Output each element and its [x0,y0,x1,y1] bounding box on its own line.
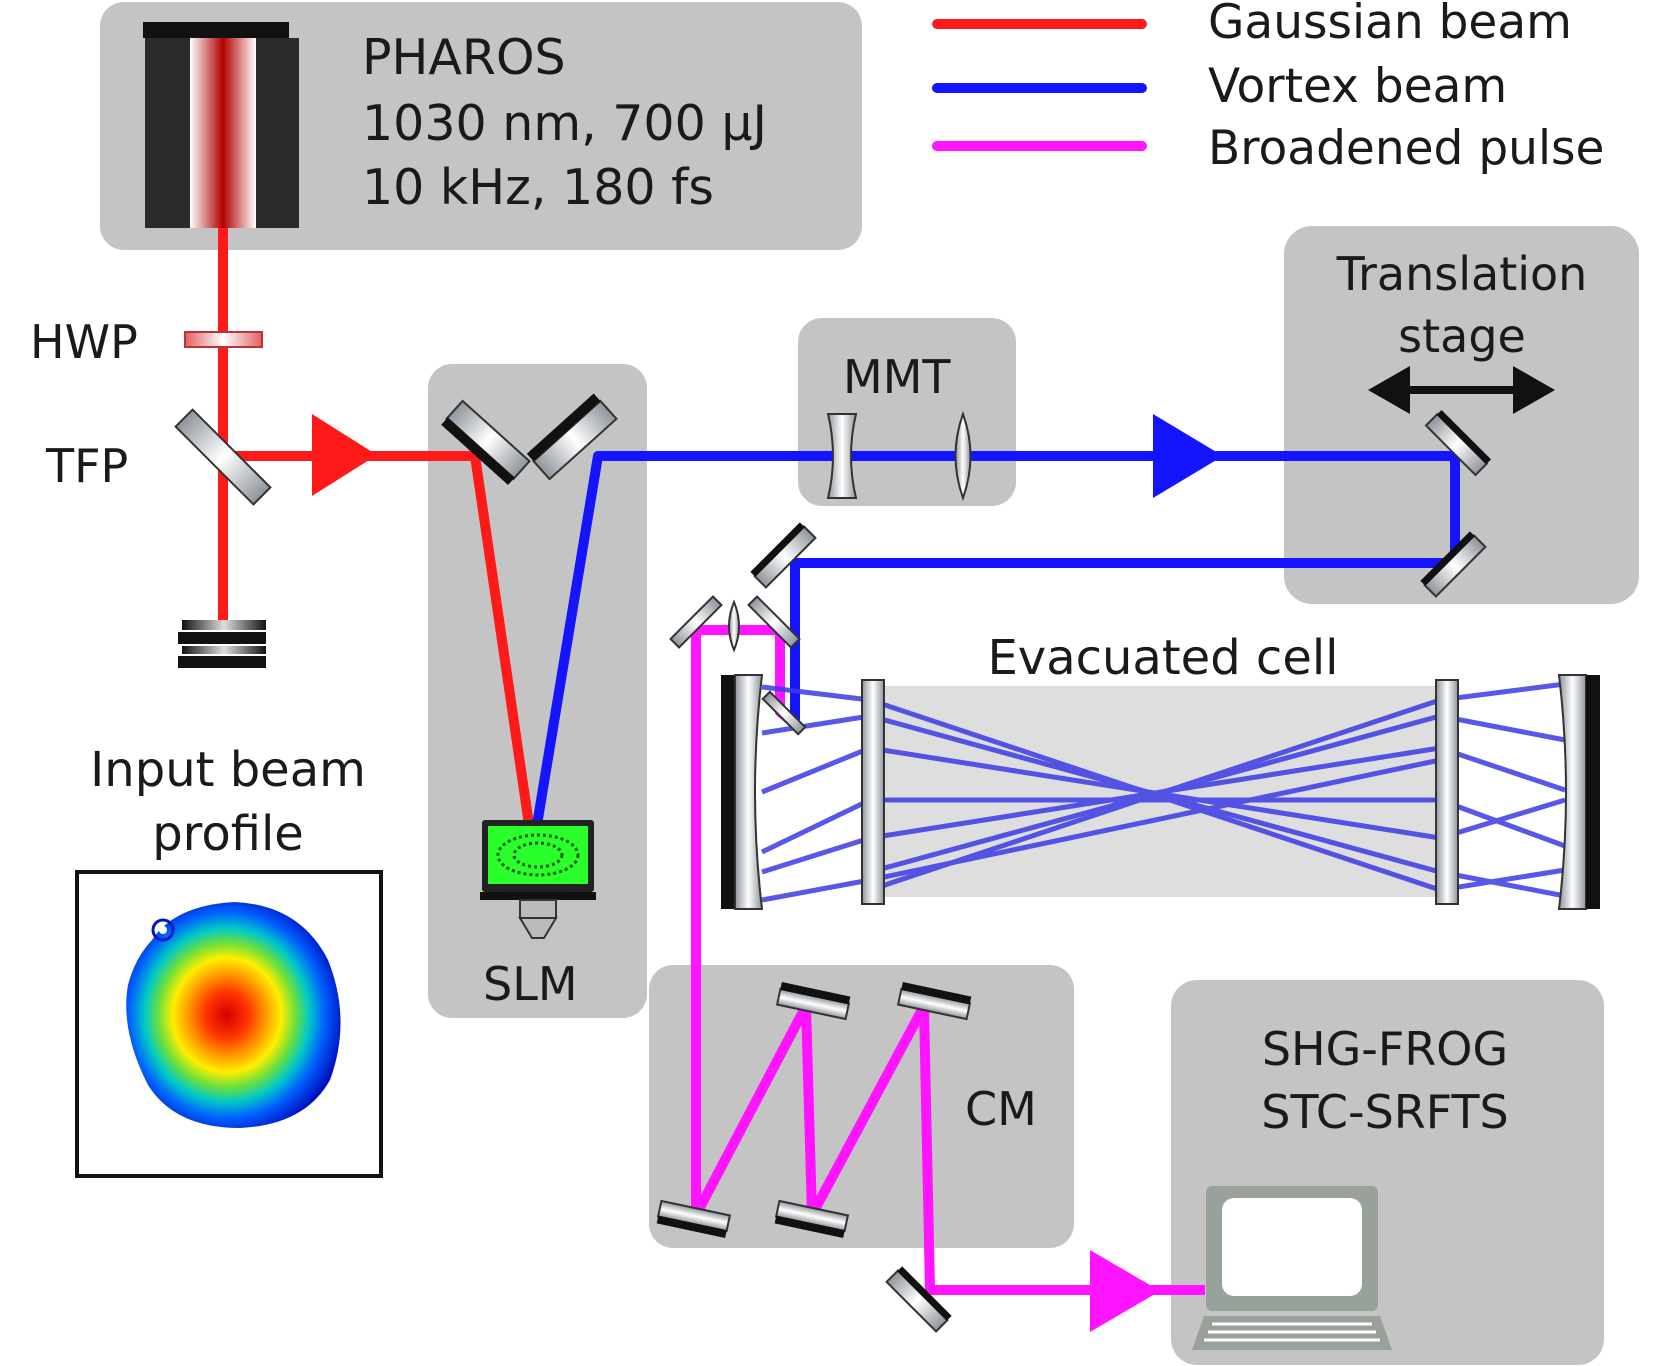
diagnostics-label-line2: STC-SRFTS [1261,1085,1508,1139]
mmt-label: MMT [843,350,951,404]
stage-mirror-top [1424,409,1492,477]
half-wave-plate [184,331,263,348]
mmt-convex-lens [954,411,972,501]
slm-mirror-right [526,393,618,481]
cell-curved-mirror-left [721,674,764,910]
broadened-direction-arrow [1090,1250,1160,1332]
profile-label-line1: Input beam [90,742,366,798]
translation-stage-label-line2: stage [1398,309,1526,363]
legend-vortex-label: Vortex beam [1208,59,1507,114]
cm-label: CM [965,1082,1037,1136]
chirped-mirror-top-right [896,982,972,1021]
tfp-label: TFP [45,439,128,493]
pickoff-mirror [761,690,807,736]
stage-mirror-bottom [1420,531,1487,598]
vortex-beam [529,451,1460,844]
cell-output-lens [728,599,740,653]
legend-broadened-label: Broadened pulse [1208,121,1604,176]
double-arrow-icon [1368,366,1555,414]
slm-device-icon [480,820,596,939]
gaussian-direction-arrow [312,414,377,496]
slm-mirror-left [441,399,531,485]
cell-input-mirror [750,522,817,589]
beam-dump-icon [178,620,266,668]
translation-stage-label-line1: Translation [1336,247,1588,301]
profile-label-line2: profile [152,806,304,862]
chirped-mirror-bottom-right [774,1199,850,1238]
laser-spec-line2: 10 kHz, 180 fs [362,159,714,216]
beam-profile-image [126,902,341,1128]
legend-gaussian-label: Gaussian beam [1208,0,1572,50]
cell-window-left [861,679,885,905]
laser-name: PHAROS [362,29,566,86]
slm-label: SLM [483,957,578,1011]
mmt-concave-lens [826,413,858,499]
hwp-label: HWP [30,315,138,369]
multipass-beams [760,681,1566,903]
diagnostics-label-line1: SHG-FROG [1262,1022,1508,1076]
chirped-mirror-bottom-left [656,1199,732,1238]
thin-film-polarizer [174,408,272,506]
output-turning-mirror [885,1266,952,1333]
cm-panel [649,965,1074,1248]
laser-head-icon [143,22,299,228]
vortex-direction-arrow [1153,414,1223,498]
broadened-beam [691,625,1205,1295]
translation-stage-panel [1284,226,1639,604]
cell-curved-mirror-right [1557,674,1600,910]
cell-window-right [1435,679,1459,905]
chirped-mirror-top-left [775,982,851,1021]
cell-output-mirror-left [669,595,723,649]
evacuated-cell-label: Evacuated cell [987,630,1338,686]
laser-spec-line1: 1030 nm, 700 µJ [362,95,767,152]
computer-icon [1192,1186,1392,1350]
cell-output-mirror-right [747,595,801,649]
